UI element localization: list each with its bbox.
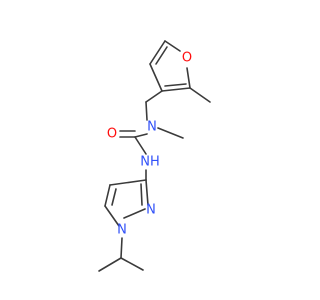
bond-pyrazole-c4-c5 xyxy=(104,184,111,207)
bond-isopropyl-left xyxy=(98,257,122,272)
bond-furan-c2-c3-double xyxy=(164,83,187,87)
bond-pyrazole-n2-c3-double xyxy=(140,183,143,206)
atom-o-furan: O xyxy=(182,51,192,66)
bond-furan-o-c2 xyxy=(186,67,191,89)
bond-furan-c5-o xyxy=(164,40,181,52)
atom-labels: O O N NH N N xyxy=(107,51,192,238)
bond-pyrazole-c3-c4 xyxy=(109,179,147,186)
bond-isopropyl-right xyxy=(120,257,144,271)
bond-furan-c2-c3 xyxy=(161,87,191,92)
molecule-structure-diagram: O O N NH N N xyxy=(98,40,211,272)
bond-pyrazole-n1-n2 xyxy=(123,208,146,219)
bond-n1-isopropyl xyxy=(120,237,123,259)
bond-furan-c4-c5 xyxy=(149,40,166,65)
bond-lines xyxy=(98,40,211,272)
bond-n-methyl xyxy=(157,127,184,139)
bond-pyrazole-c5-n1 xyxy=(104,205,120,227)
atom-o-carbonyl: O xyxy=(107,127,117,142)
atom-n-methyl: N xyxy=(147,120,157,135)
bond-n-carbonyl xyxy=(134,133,148,138)
bond-furan-methyl xyxy=(189,87,211,103)
bond-pyrazole-c4-c5-double xyxy=(111,188,117,206)
atom-nh: NH xyxy=(140,155,160,170)
bond-ch2-n xyxy=(145,101,148,121)
bond-c3-ch2 xyxy=(145,90,163,103)
bond-furan-c3-c4 xyxy=(149,63,163,92)
bond-pyrazole-n2-c3 xyxy=(145,179,149,206)
atom-n-pyrazole-ring: N xyxy=(146,203,156,218)
atom-n-pyrazole-isopropyl: N xyxy=(117,223,127,238)
bond-carbonyl-nh xyxy=(134,136,147,155)
bond-furan-c4-c5-double xyxy=(155,46,168,65)
